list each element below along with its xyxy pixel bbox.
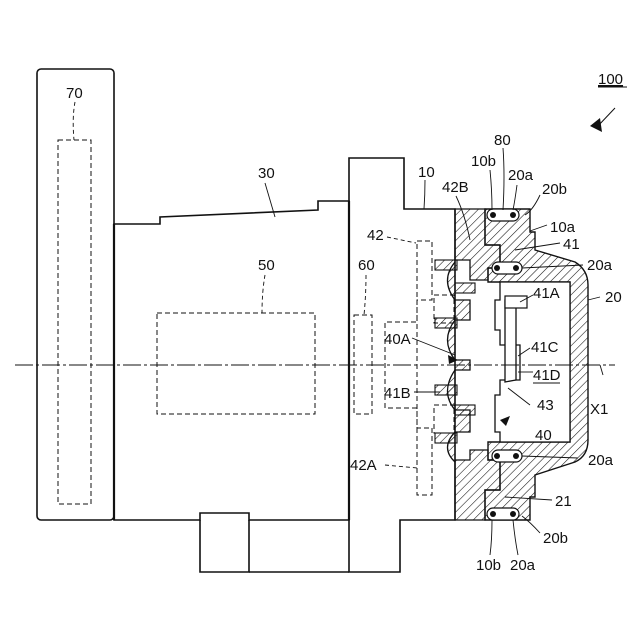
label-10b-bottom: 10b [476,557,501,574]
label-30: 30 [258,165,275,182]
tooth-3 [435,385,457,395]
arrow-100-shaft [597,108,615,127]
label-10: 10 [418,164,435,181]
bolt-lower [492,450,522,462]
bolt-bottom [487,508,519,520]
label-20a-upper: 20a [587,257,613,274]
tooth-6 [455,405,475,415]
bolt-top [487,209,519,221]
bolt-upper [492,262,522,274]
label-41C: 41C [531,339,559,356]
label-20a-top: 20a [508,167,534,184]
label-41A: 41A [533,285,560,302]
label-70: 70 [66,85,83,102]
label-20: 20 [605,289,622,306]
spring-head [505,296,527,308]
label-43: 43 [537,397,554,414]
tooth-1 [435,260,457,270]
label-21: 21 [555,493,572,510]
hidden-gear-teeth-2 [434,405,454,433]
label-10b-top: 10b [471,153,496,170]
spring-43 [505,298,516,382]
label-40: 40 [535,427,552,444]
label-41D: 41D [533,367,561,384]
label-40A: 40A [384,331,411,348]
label-20b-bottom: 20b [543,530,568,547]
housing-skirt [200,520,249,572]
hidden-60 [354,315,372,414]
label-42B: 42B [442,179,469,196]
label-41: 41 [563,236,580,253]
motor-body-30 [114,201,349,520]
label-80: 80 [494,132,511,149]
label-42A: 42A [350,457,377,474]
arrow-100 [590,118,602,132]
label-20b-top: 20b [542,181,567,198]
hidden-50 [157,313,315,414]
label-10a: 10a [550,219,576,236]
label-20a-bottom: 20a [510,557,536,574]
tooth-5 [455,283,475,293]
label-50: 50 [258,257,275,274]
plate-70 [37,69,114,520]
hidden-42 [385,241,432,495]
hidden-70 [58,140,91,504]
label-20a-lower: 20a [588,452,614,469]
label-41B: 41B [384,385,411,402]
label-X1: X1 [590,401,608,418]
label-42: 42 [367,227,384,244]
tooth-2 [435,318,457,328]
tooth-4 [435,433,457,443]
label-60: 60 [358,257,375,274]
label-100: 100 [598,71,623,88]
